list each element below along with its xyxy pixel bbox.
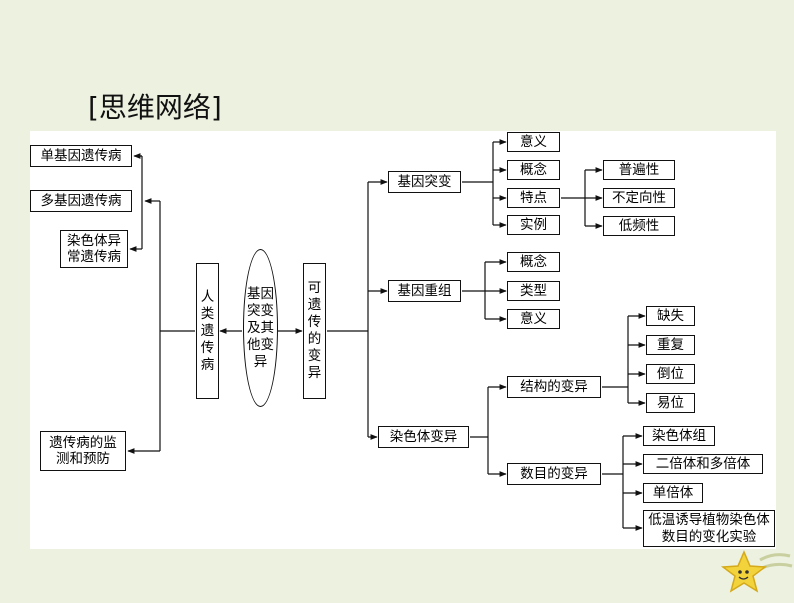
node-mutation-features: 特点 [507, 188, 560, 208]
node-mutation-concept: 概念 [507, 160, 560, 180]
node-monitor-prevention: 遗传病的监测和预防 [40, 431, 126, 471]
node-chromosome-abnormal-disease: 染色体异常遗传病 [60, 230, 128, 268]
node-mutation-example: 实例 [507, 215, 560, 235]
connector-lines [127, 139, 646, 531]
node-mutation-meaning: 意义 [507, 132, 560, 152]
page-title: [思维网络] [88, 91, 222, 124]
node-low-temp-experiment: 低温诱导植物染色体数目的变化实验 [643, 510, 775, 547]
node-human-genetic-disease: 人类遗传病 [196, 263, 219, 399]
node-chromosome-set: 染色体组 [643, 426, 715, 446]
node-numerical-variation: 数目的变异 [507, 463, 601, 485]
node-diploid-polyploid: 二倍体和多倍体 [643, 454, 763, 474]
node-heritable-variation: 可遗传的变异 [303, 263, 326, 399]
node-gene-recombination: 基因重组 [388, 280, 461, 302]
node-feature-universal: 普遍性 [603, 160, 675, 180]
node-recombination-type: 类型 [507, 281, 560, 301]
node-recombination-concept: 概念 [507, 252, 560, 272]
node-translocation: 易位 [646, 393, 695, 413]
node-feature-random: 不定向性 [603, 188, 675, 208]
node-single-gene-disease: 单基因遗传病 [30, 145, 132, 167]
node-center-topic: 基因突变及其他变异 [243, 249, 278, 407]
node-gene-mutation: 基因突变 [388, 171, 461, 193]
node-multi-gene-disease: 多基因遗传病 [30, 190, 132, 212]
node-deletion: 缺失 [646, 306, 695, 326]
node-duplication: 重复 [646, 335, 695, 355]
node-chromosome-variation: 染色体变异 [378, 426, 469, 448]
node-structural-variation: 结构的变异 [507, 376, 601, 398]
concept-map: 单基因遗传病 多基因遗传病 染色体异常遗传病 遗传病的监测和预防 人类遗传病 基… [30, 131, 776, 549]
star-mascot-icon [720, 550, 793, 593]
node-haploid: 单倍体 [643, 483, 703, 503]
node-feature-low-frequency: 低频性 [603, 216, 675, 236]
node-recombination-meaning: 意义 [507, 309, 560, 329]
node-inversion: 倒位 [646, 364, 695, 384]
